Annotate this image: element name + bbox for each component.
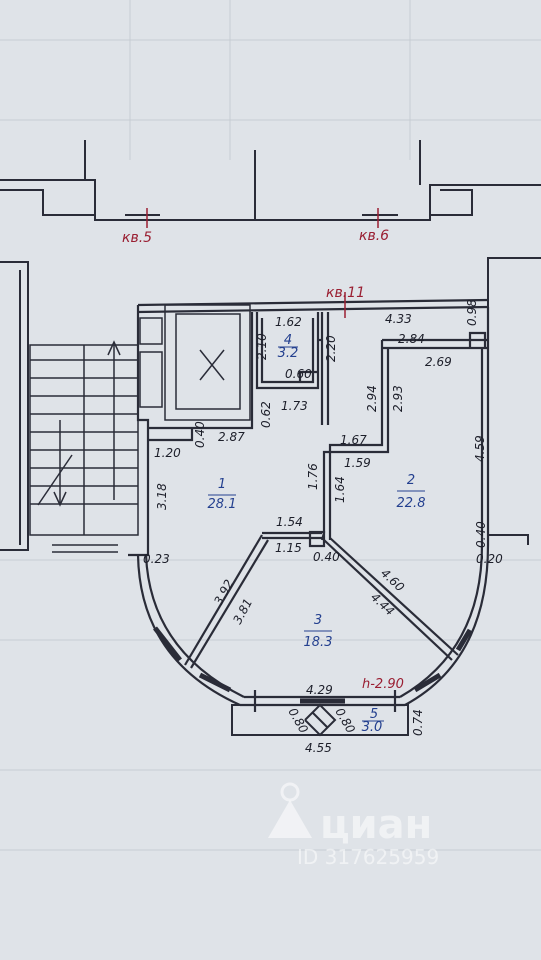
apartment-walls (128, 298, 490, 669)
dim-3-18: 3.18 (155, 483, 169, 510)
room-4-number: 4 (284, 333, 292, 348)
dim-2-94: 2.94 (365, 385, 379, 412)
brand-logo-icon (268, 800, 312, 838)
balcony (231, 703, 409, 737)
dim-0-23: 0.23 (143, 552, 170, 566)
window-openings (153, 626, 473, 704)
room-5-area: 3.0 (362, 720, 383, 735)
dim-1-15: 1.15 (275, 541, 302, 555)
dim-4-29: 4.29 (306, 683, 333, 697)
watermark-id: ID 317625959 (297, 845, 439, 869)
room-1-area: 28.1 (208, 497, 237, 512)
room-4-area: 3.2 (278, 346, 299, 361)
dim-2-20: 2.20 (324, 335, 338, 362)
dim-0-62: 0.62 (259, 401, 273, 428)
left-neighbour-walls (0, 261, 29, 551)
dim-4-33: 4.33 (385, 312, 412, 326)
dim-2-87: 2.87 (218, 430, 245, 444)
dim-0-40-a: 0.40 (193, 421, 207, 448)
dim-1-73: 1.73 (281, 399, 308, 413)
apartment-tag-lines (146, 208, 379, 318)
dim-2-93: 2.93 (391, 385, 405, 412)
room-3-area: 18.3 (304, 635, 333, 650)
dim-0-40-b: 0.40 (474, 521, 488, 548)
room-3-number: 3 (314, 613, 322, 628)
dim-0-60: 0.60 (285, 367, 312, 381)
apartment-label-11: кв.11 (326, 285, 365, 301)
dim-1-62: 1.62 (275, 315, 302, 329)
dim-4-55: 4.55 (305, 741, 332, 755)
ceiling-height: h-2.90 (362, 677, 404, 692)
dim-1-59: 1.59 (344, 456, 371, 470)
dim-0-40-c: 0.40 (313, 550, 340, 564)
dim-1-20: 1.20 (154, 446, 181, 460)
upper-walls (0, 140, 541, 221)
dim-0-20: 0.20 (476, 552, 503, 566)
dim-2-69: 2.69 (425, 355, 452, 369)
room-2-area: 22.8 (397, 496, 426, 511)
apartment-label-6: кв.6 (359, 228, 389, 244)
watermark-brand: циан (320, 802, 432, 848)
dim-1-54: 1.54 (276, 515, 303, 529)
room-2-number: 2 (407, 473, 415, 488)
dim-2-10: 2.10 (255, 333, 269, 360)
background-grid (0, 0, 541, 851)
dim-1-67: 1.67 (340, 433, 367, 447)
watermark: циан ID 317625959 (268, 782, 439, 869)
staircase (29, 340, 139, 553)
room-5-number: 5 (370, 707, 378, 722)
room-1-number: 1 (218, 477, 226, 492)
dim-0-98: 0.98 (465, 299, 479, 326)
apartment-label-5: кв.5 (122, 230, 152, 246)
dim-1-76: 1.76 (306, 463, 320, 490)
dim-4-59: 4.59 (473, 435, 487, 462)
dim-0-74: 0.74 (411, 709, 425, 736)
dim-2-84: 2.84 (398, 332, 425, 346)
dim-1-64: 1.64 (333, 476, 347, 503)
